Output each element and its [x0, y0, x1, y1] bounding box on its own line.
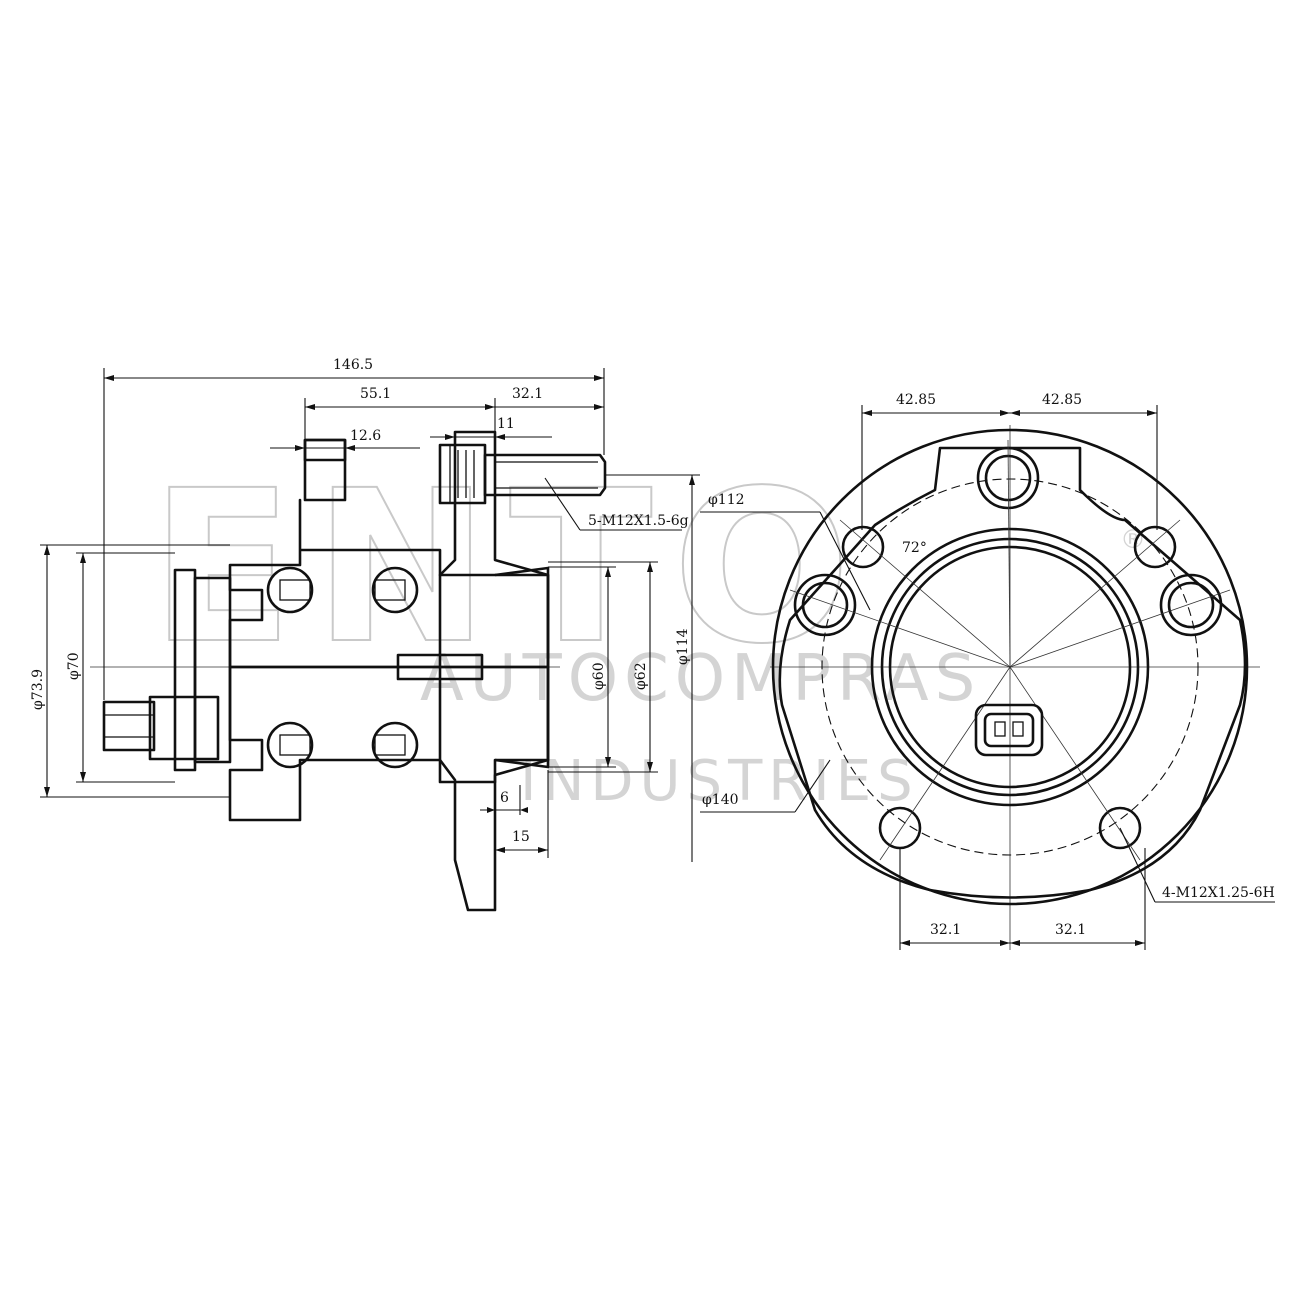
pilot-ring-mid — [880, 537, 1140, 797]
outer-flange-circle — [771, 428, 1249, 906]
dim-flange-to-end: 55.1 — [360, 386, 391, 402]
dim-half-width-right: 42.85 — [1042, 392, 1082, 408]
dim-outer-140: φ140 — [702, 792, 739, 808]
hub-body-lower — [228, 665, 550, 822]
front-dimensions: 42.85 42.85 32.1 32.1 φ112 φ140 4-M12X1.… — [700, 392, 1275, 950]
dim-bottom-right: 32.1 — [1055, 922, 1086, 938]
hub-flange — [438, 430, 550, 912]
bearing-balls — [266, 566, 419, 769]
dim-bore-60: φ60 — [591, 662, 607, 690]
radial-lines — [789, 439, 1231, 861]
side-section-view: 146.5 55.1 32.1 12.6 11 5-M12X1.5-6g — [30, 357, 700, 912]
dim-half-width-left: 42.85 — [896, 392, 936, 408]
front-view: 72° 42.85 42.85 32.1 32.1 φ112 φ140 — [700, 392, 1275, 950]
sensor-connector — [974, 703, 1044, 757]
bore-profile — [494, 566, 550, 769]
wheel-stud — [438, 443, 607, 505]
abs-sensor — [102, 568, 232, 772]
abs-ring — [303, 438, 347, 502]
watermark-industries: INDUSTRIES — [520, 749, 919, 814]
dim-flange-114: φ114 — [675, 628, 691, 665]
watermark-logo: ENTO — [150, 445, 871, 690]
side-dimensions: 146.5 55.1 32.1 12.6 11 5-M12X1.5-6g — [30, 357, 700, 862]
dim-stud-length: 32.1 — [512, 386, 543, 402]
dim-seal-70: φ70 — [66, 652, 82, 680]
dim-abs-width: 12.6 — [350, 428, 381, 444]
dim-outer-73-9: φ73.9 — [30, 669, 46, 710]
flange-lobe-outline — [778, 446, 1247, 899]
dim-pilot-62: φ62 — [633, 662, 649, 690]
pcd-circle — [821, 478, 1199, 856]
dim-offset-15: 15 — [512, 829, 530, 845]
stud-thread-callout: 5-M12X1.5-6g — [588, 513, 689, 529]
pilot-ring-outer — [870, 527, 1150, 807]
dim-stud-head: 11 — [497, 416, 515, 432]
spindle-plug — [396, 653, 484, 681]
stud-holes — [793, 446, 1223, 637]
pilot-ring-inner — [888, 545, 1132, 789]
dim-bottom-left: 32.1 — [930, 922, 961, 938]
dim-offset-6: 6 — [500, 790, 509, 806]
dim-overall-length: 146.5 — [333, 357, 373, 373]
watermark-registered: ® — [1120, 525, 1146, 555]
mount-thread-callout: 4-M12X1.25-6H — [1162, 885, 1275, 901]
dim-pcd-112: φ112 — [708, 492, 745, 508]
angle-label: 72° — [902, 540, 927, 556]
